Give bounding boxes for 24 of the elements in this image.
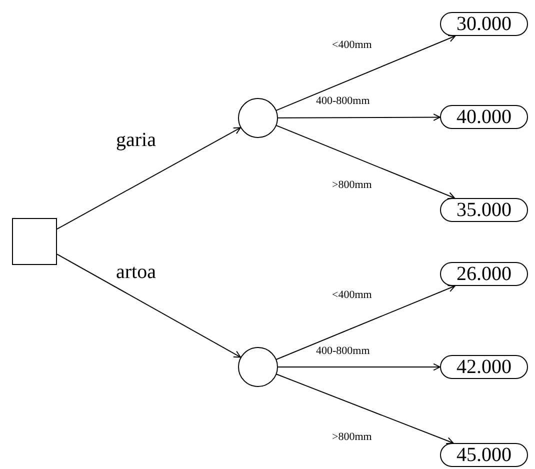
arrow	[276, 285, 456, 360]
arrow	[56, 127, 241, 230]
decision-node-square	[12, 218, 57, 265]
chance-node-circle	[238, 98, 278, 138]
arrow	[278, 114, 440, 121]
edge-label: >800mm	[332, 180, 372, 191]
payoff-value: 45.000	[440, 443, 528, 467]
arrow	[276, 374, 454, 444]
arrow	[276, 125, 456, 200]
arrow	[56, 254, 242, 358]
edge-label: 400-800mm	[316, 96, 370, 107]
edge-label: 400-800mm	[316, 346, 370, 357]
edge-label: >800mm	[332, 432, 372, 443]
edge-label: garia	[116, 130, 156, 150]
edge-label: <400mm	[332, 290, 372, 301]
payoff-value: 26.000	[440, 262, 528, 286]
payoff-value: 35.000	[440, 198, 528, 222]
arrow	[278, 363, 440, 371]
edge-label: <400mm	[332, 40, 372, 51]
payoff-value: 42.000	[440, 355, 528, 379]
payoff-value: 40.000	[440, 105, 528, 129]
chance-node-circle	[238, 347, 278, 387]
arrow	[276, 35, 456, 111]
payoff-value: 30.000	[440, 12, 528, 36]
